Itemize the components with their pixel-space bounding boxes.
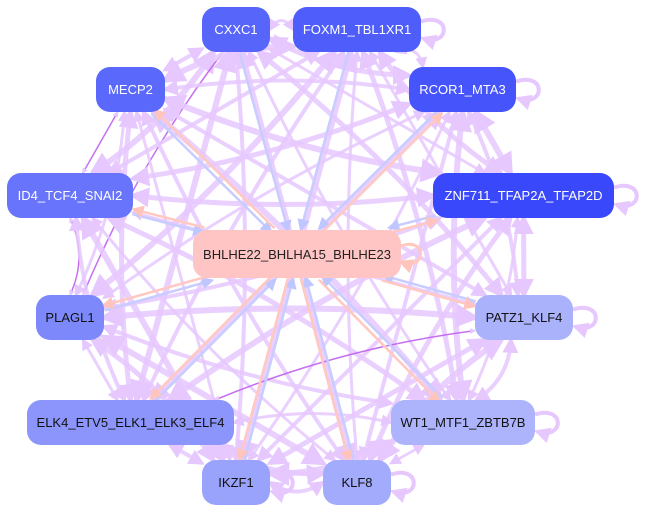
node-label: WT1_MTF1_ZBTB7B (400, 415, 526, 430)
edge-elk4-wt1 (231, 412, 394, 427)
edge-patz1-to-center (381, 272, 477, 303)
node-label: ID4_TCF4_SNAI2 (17, 188, 123, 203)
edge-plagl1-patz1 (99, 303, 480, 328)
edge-center-to-rcor1 (322, 112, 444, 233)
edge-center-to-mecp2 (153, 108, 276, 230)
edge-ikzf1-to-center (243, 276, 297, 461)
self-loop-ikzf1 (268, 470, 295, 504)
node-label: IKZF1 (218, 475, 254, 490)
edge-id4-znf711 (129, 187, 437, 208)
self-loop-znf711 (612, 183, 639, 217)
edge-elk4-to-center (153, 277, 277, 403)
edge-center-to-patz1 (381, 279, 477, 310)
edge-rcor1-to-center (317, 109, 439, 230)
edge-wt1-klf8 (388, 443, 426, 465)
node-label: ZNF711_TFAP2A_TFAP2D (444, 188, 603, 203)
edge-elk4-ikzf1 (167, 443, 205, 465)
self-loop-rcor1 (514, 77, 541, 111)
edge-wt1-to-center (320, 274, 444, 400)
self-loop-klf8 (389, 470, 416, 504)
node-label: ELK4_ETV5_ELK1_ELK3_ELF4 (36, 415, 225, 430)
node-label: BHLHE22_BHLHA15_BHLHE23 (203, 246, 391, 262)
node-bhlhe22-bhlha15-bhlhe23[interactable]: BHLHE22_BHLHA15_BHLHE23 (193, 230, 401, 278)
center-edges (100, 51, 477, 464)
node-wt1-mtf1-zbtb7b[interactable]: WT1_MTF1_ZBTB7B (391, 400, 535, 445)
self-loops (268, 17, 639, 504)
node-label: KLF8 (341, 475, 373, 490)
node-klf8[interactable]: KLF8 (323, 460, 391, 505)
edge-center-to-klf8 (299, 278, 353, 464)
edge-foxm1-to-center (297, 51, 350, 232)
self-loop-wt1 (533, 410, 560, 444)
edge-cxxc1-to-center (238, 52, 292, 234)
edge-center-to-elk4 (149, 275, 273, 401)
edge-center-to-ikzf1 (236, 277, 290, 462)
node-id4-tcf4-snai2[interactable]: ID4_TCF4_SNAI2 (7, 173, 133, 218)
edge-ikzf1-klf8 (267, 480, 326, 497)
node-znf711-tfap2a-tfap2d[interactable]: ZNF711_TFAP2A_TFAP2D (433, 173, 614, 218)
edge-mecp2-rcor1 (161, 78, 413, 96)
node-label: RCOR1_MTA3 (419, 82, 506, 97)
node-cxxc1[interactable]: CXXC1 (202, 7, 270, 52)
node-elk4-etv5-elk1-elk3-elf4[interactable]: ELK4_ETV5_ELK1_ELK3_ELF4 (27, 400, 234, 445)
self-loop-foxm1 (419, 17, 446, 51)
peripheral-edges (68, 18, 534, 497)
node-label: FOXM1_TBL1XR1 (302, 22, 412, 37)
edge-center-to-id4 (131, 205, 205, 229)
node-label: PLAGL1 (45, 310, 95, 325)
edge-mecp2-to-center (150, 112, 273, 234)
edge-center-to-plagl1 (100, 274, 211, 309)
node-foxm1-tbl1xr1[interactable]: FOXM1_TBL1XR1 (293, 7, 421, 52)
node-mecp2[interactable]: MECP2 (96, 67, 165, 112)
node-label: MECP2 (108, 82, 153, 97)
node-label: PATZ1_KLF4 (485, 310, 563, 325)
node-patz1-klf4[interactable]: PATZ1_KLF4 (475, 295, 573, 340)
edge-center-to-znf711 (390, 216, 440, 234)
edge-cxxc1-foxm1 (268, 18, 295, 32)
edge-foxm1-rcor1 (394, 43, 428, 70)
edge-plagl1-to-center (104, 277, 215, 312)
edge-center-to-wt1 (317, 278, 441, 404)
node-ikzf1[interactable]: IKZF1 (202, 460, 270, 505)
edge-klf8-to-center (302, 274, 355, 460)
self-loop-center (398, 242, 422, 274)
edge-mecp2-id4 (82, 110, 119, 175)
self-loop-patz1 (571, 305, 598, 339)
node-label: CXXC1 (214, 22, 258, 37)
node-rcor1-mta3[interactable]: RCOR1_MTA3 (409, 67, 516, 112)
node-plagl1[interactable]: PLAGL1 (36, 295, 104, 340)
